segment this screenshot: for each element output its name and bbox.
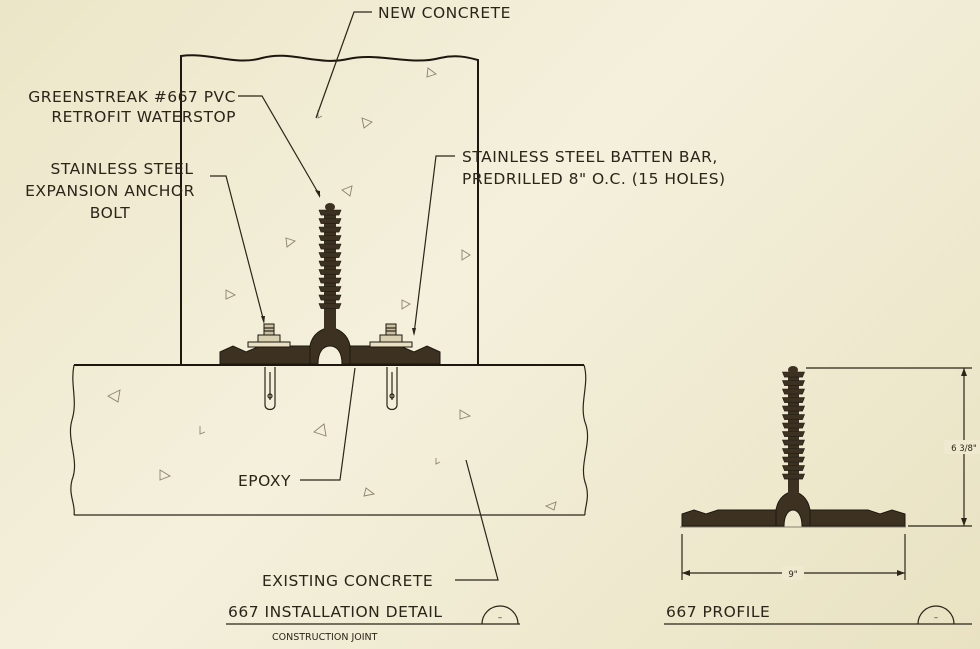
installation-subtitle: CONSTRUCTION JOINT bbox=[272, 632, 378, 643]
waterstop-rib bbox=[318, 277, 342, 284]
waterstop-ribs bbox=[318, 209, 342, 309]
waterstop-rib bbox=[782, 439, 805, 446]
waterstop-rib bbox=[318, 235, 342, 241]
waterstop-rib bbox=[782, 431, 805, 437]
anchor-bolt-left bbox=[247, 323, 291, 411]
leader-lines bbox=[210, 11, 499, 581]
profile-title: 667 PROFILE bbox=[666, 603, 770, 621]
waterstop-rib bbox=[318, 218, 342, 224]
label-anchor-line2: EXPANSION ANCHOR bbox=[25, 182, 195, 200]
waterstop-rib bbox=[782, 380, 805, 386]
installed-waterstop bbox=[219, 203, 441, 365]
dimension-width: 9" bbox=[788, 570, 797, 580]
dimension-height: 6 3/8" bbox=[951, 444, 977, 454]
anchor-bolt-right bbox=[369, 323, 413, 411]
profile-section-marker: – bbox=[934, 613, 938, 623]
new-concrete-pour bbox=[180, 54, 479, 364]
waterstop-rib bbox=[782, 388, 805, 395]
waterstop-rib bbox=[318, 303, 342, 309]
label-batten-line2: PREDRILLED 8" O.C. (15 HOLES) bbox=[462, 170, 726, 188]
installation-section-marker: – bbox=[498, 613, 502, 623]
label-waterstop-line2: RETROFIT WATERSTOP bbox=[51, 108, 236, 126]
profile-dimensions: 6 3/8" 9" bbox=[681, 367, 980, 580]
label-anchor-line1: STAINLESS STEEL bbox=[51, 160, 194, 178]
label-new-concrete: NEW CONCRETE bbox=[378, 4, 511, 22]
waterstop-rib bbox=[318, 286, 342, 292]
installation-title-block: 667 INSTALLATION DETAIL – CONSTRUCTION J… bbox=[226, 603, 520, 643]
waterstop-rib bbox=[782, 422, 805, 429]
waterstop-rib bbox=[782, 448, 805, 454]
profile-view bbox=[680, 366, 906, 528]
label-existing-concrete: EXISTING CONCRETE bbox=[262, 572, 433, 590]
profile-title-block: 667 PROFILE – bbox=[664, 603, 972, 625]
waterstop-rib bbox=[782, 465, 805, 471]
waterstop-rib bbox=[782, 414, 805, 420]
label-anchor-line3: BOLT bbox=[90, 204, 131, 222]
waterstop-rib bbox=[318, 252, 342, 258]
waterstop-rib bbox=[782, 397, 805, 403]
waterstop-rib bbox=[318, 209, 342, 216]
waterstop-rib bbox=[782, 456, 805, 463]
label-epoxy: EPOXY bbox=[238, 472, 291, 490]
profile-ribs bbox=[782, 371, 805, 480]
label-waterstop-line1: GREENSTREAK #667 PVC bbox=[28, 88, 236, 106]
waterstop-rib bbox=[318, 260, 342, 267]
waterstop-rib bbox=[318, 243, 342, 250]
waterstop-rib bbox=[782, 405, 805, 412]
waterstop-rib bbox=[782, 473, 805, 480]
label-batten-line1: STAINLESS STEEL BATTEN BAR, bbox=[462, 148, 718, 166]
waterstop-rib bbox=[318, 294, 342, 301]
waterstop-rib bbox=[318, 269, 342, 275]
waterstop-rib bbox=[318, 226, 342, 233]
existing-concrete-slab bbox=[69, 364, 589, 516]
installation-title: 667 INSTALLATION DETAIL bbox=[228, 603, 442, 621]
